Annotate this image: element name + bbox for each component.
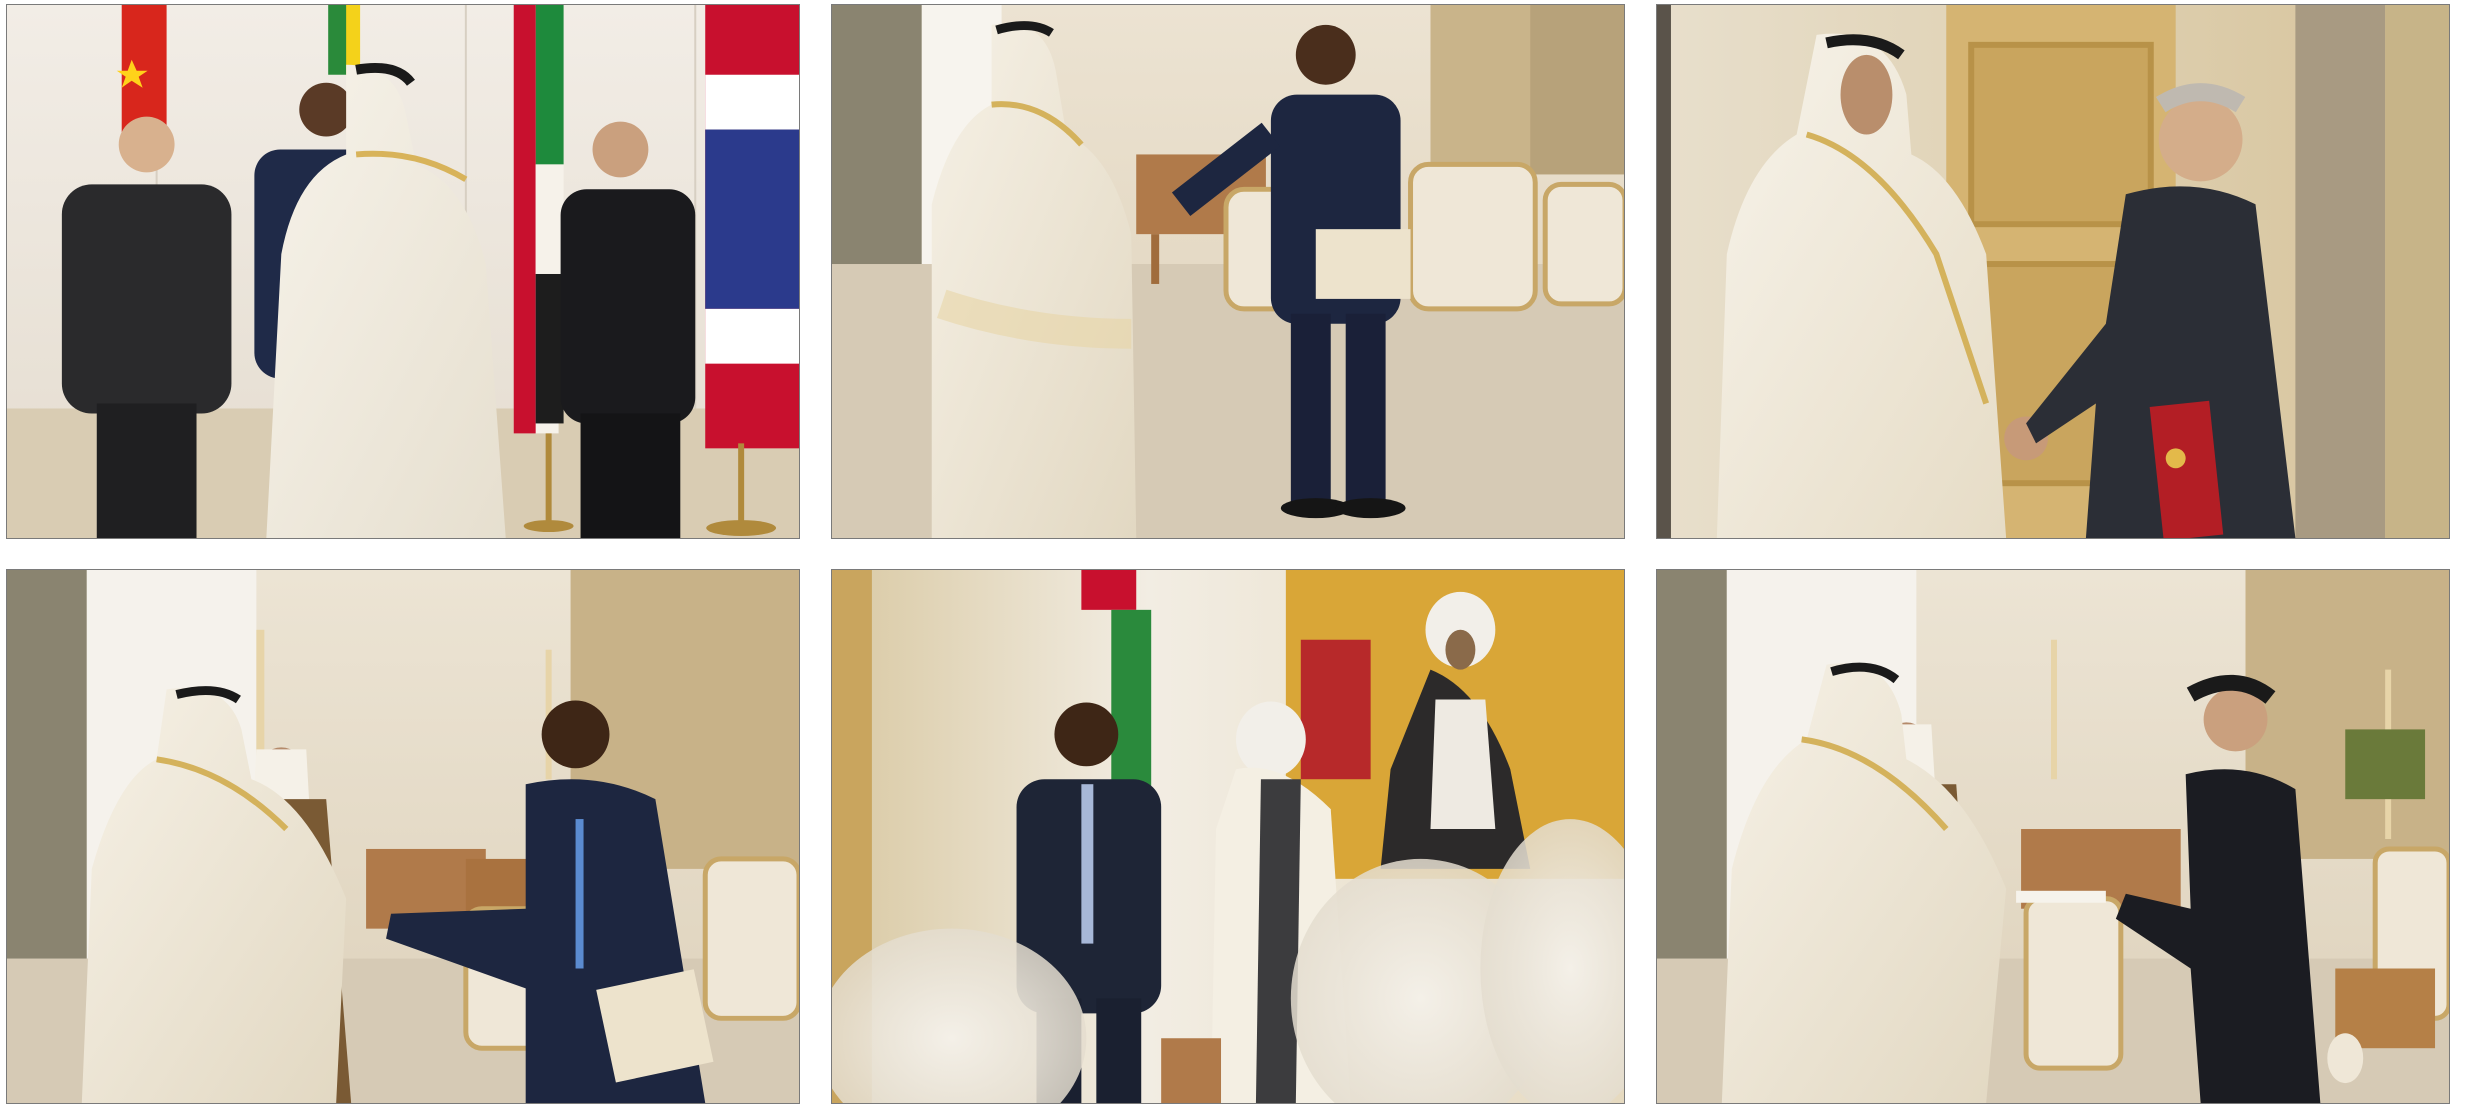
photo-handshake-in-hall bbox=[831, 4, 1625, 539]
photo-presenting-credentials bbox=[1656, 569, 2450, 1104]
photo-handshake-beige-folder bbox=[6, 569, 800, 1104]
photo-handshake-red-folder bbox=[1656, 4, 2450, 539]
photo-standing-before-portrait bbox=[831, 569, 1625, 1104]
photo-ceremony-group-with-flags bbox=[6, 4, 800, 539]
photo-collage bbox=[6, 4, 2465, 1104]
